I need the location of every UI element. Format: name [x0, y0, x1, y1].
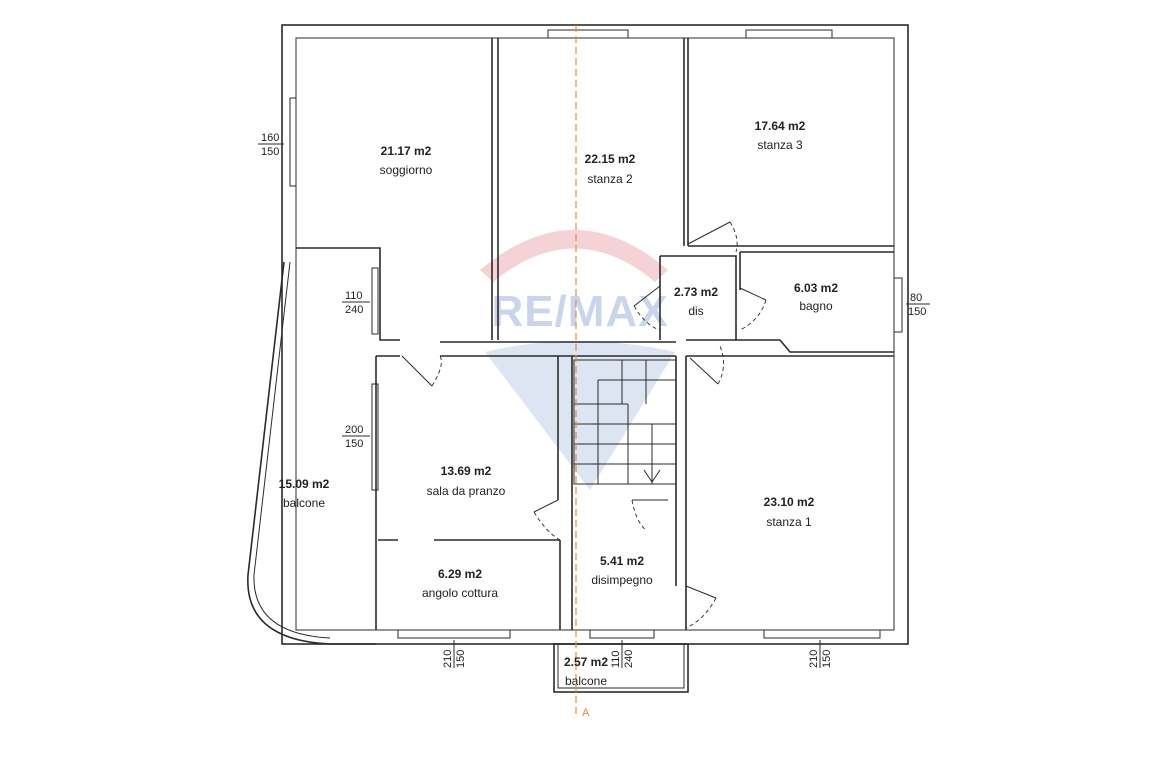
room-area-balcone-sud: 2.57 m2: [564, 655, 608, 669]
room-area-stanza2: 22.15 m2: [585, 152, 636, 166]
svg-text:150: 150: [345, 438, 363, 450]
room-name-sala: sala da pranzo: [427, 484, 506, 498]
watermark-balloon-bottom: [485, 341, 675, 490]
room-area-cottura: 6.29 m2: [438, 567, 482, 581]
svg-text:110: 110: [345, 290, 363, 302]
svg-text:110: 110: [610, 650, 622, 668]
room-area-stanza1: 23.10 m2: [764, 495, 815, 509]
room-labels: 21.17 m2 soggiorno 22.15 m2 stanza 2 17.…: [279, 119, 839, 688]
balcony-left: [247, 261, 376, 645]
svg-text:200: 200: [345, 424, 363, 436]
room-area-disimpegno: 5.41 m2: [600, 554, 644, 568]
watermark-text: RE/MAX: [491, 287, 668, 336]
room-name-balcone-sx: balcone: [283, 496, 325, 510]
room-name-disimpegno: disimpegno: [591, 573, 653, 587]
room-area-dis: 2.73 m2: [674, 285, 718, 299]
room-name-balcone-sud: balcone: [565, 674, 607, 688]
svg-text:160: 160: [261, 132, 279, 144]
svg-text:80: 80: [910, 292, 922, 304]
room-walls: [296, 38, 894, 630]
room-area-bagno: 6.03 m2: [794, 281, 838, 295]
svg-text:150: 150: [821, 650, 833, 668]
dim-sala-window: 200 150: [342, 424, 370, 450]
room-name-soggiorno: soggiorno: [380, 163, 433, 177]
room-name-stanza1: stanza 1: [766, 515, 812, 529]
watermark-balloon-top: [480, 230, 668, 282]
room-name-bagno: bagno: [799, 299, 833, 313]
svg-text:210: 210: [808, 650, 820, 668]
svg-text:240: 240: [623, 650, 635, 668]
staircase: [573, 359, 677, 485]
doors: [401, 221, 767, 629]
room-area-balcone-sx: 15.09 m2: [279, 477, 330, 491]
remax-watermark: RE/MAX: [480, 230, 675, 490]
room-name-dis: dis: [688, 304, 703, 318]
windows: [289, 29, 903, 639]
svg-text:150: 150: [455, 650, 467, 668]
dim-soggiorno-window: 160 150: [258, 132, 284, 158]
svg-text:240: 240: [345, 304, 363, 316]
room-area-soggiorno: 21.17 m2: [381, 144, 432, 158]
room-name-stanza3: stanza 3: [757, 138, 803, 152]
dim-bagno-window: 80 150: [906, 292, 930, 318]
svg-text:210: 210: [442, 650, 454, 668]
section-axis: A: [575, 25, 590, 719]
balcony-south: [553, 643, 689, 693]
axis-mark: A: [582, 707, 590, 719]
svg-text:150: 150: [908, 306, 926, 318]
opening-dimensions: 160 150 110 240 200 150 80 150 210 150 1…: [258, 132, 930, 668]
svg-text:150: 150: [261, 146, 279, 158]
dim-balcony-door: 110 240: [342, 290, 370, 316]
room-area-sala: 13.69 m2: [441, 464, 492, 478]
room-name-stanza2: stanza 2: [587, 172, 633, 186]
dim-cottura-window: 210 150: [442, 640, 467, 668]
room-name-cottura: angolo cottura: [422, 586, 498, 600]
dim-disimpegno-window: 110 240: [610, 640, 635, 668]
room-area-stanza3: 17.64 m2: [755, 119, 806, 133]
dim-stanza1-window: 210 150: [808, 640, 833, 668]
